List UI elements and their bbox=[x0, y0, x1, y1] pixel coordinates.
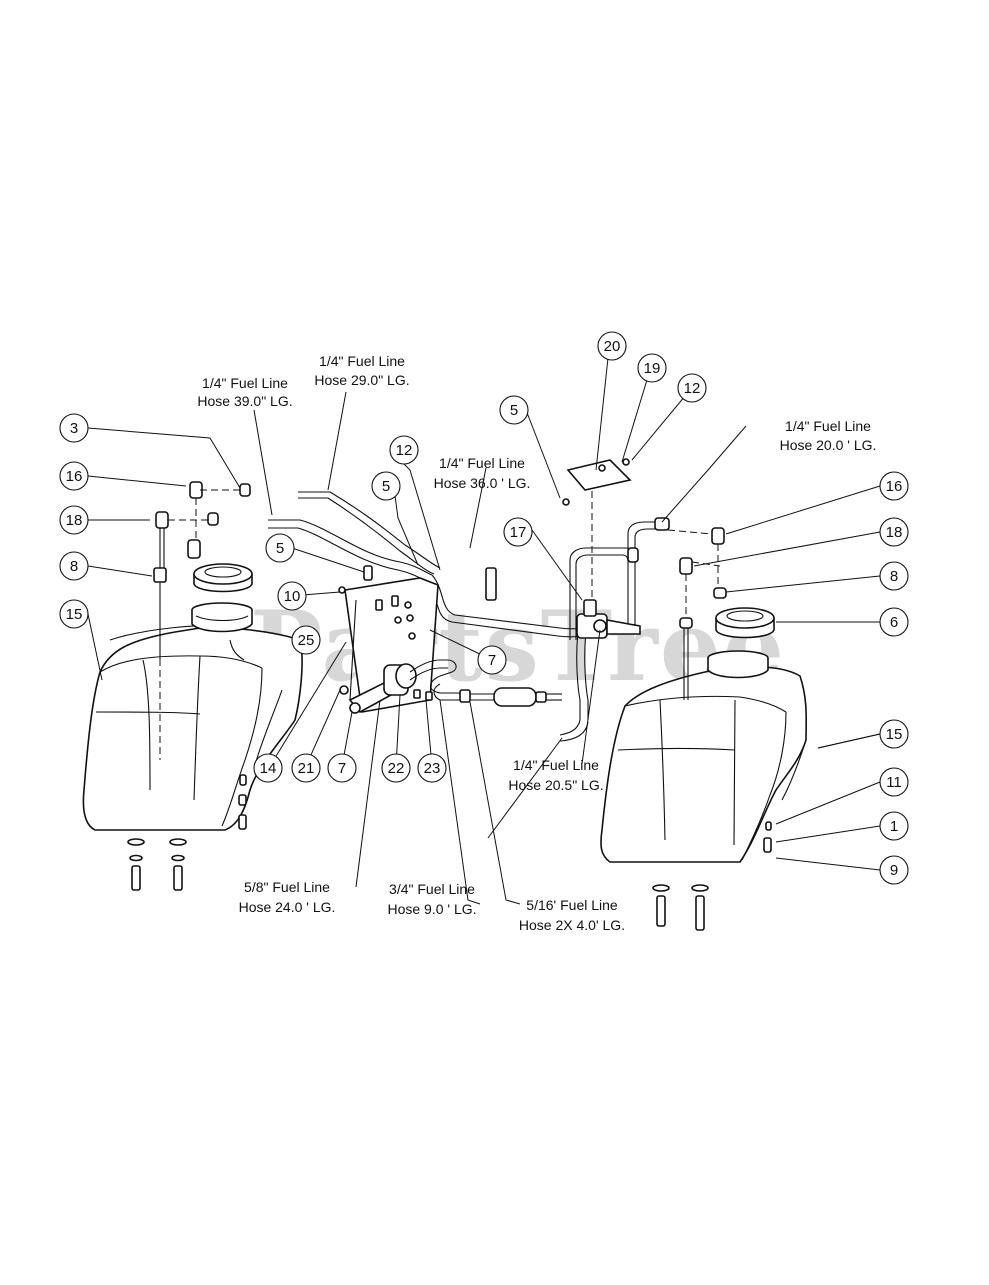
hose-9-label-line2: Hose 9.0 ' LG. bbox=[387, 901, 476, 917]
hose-20-5-label-line2: Hose 20.5" LG. bbox=[508, 777, 603, 793]
hose-20-0-label-line2: Hose 20.0 ' LG. bbox=[780, 437, 877, 453]
hose-36-label-line1: 1/4" Fuel Line bbox=[439, 455, 525, 471]
callout-21: 21 bbox=[291, 753, 321, 783]
hose-39-label-line1: 1/4" Fuel Line bbox=[202, 375, 288, 391]
hose-24-label-line2: Hose 24.0 ' LG. bbox=[239, 899, 336, 915]
callout-5-left: 5 bbox=[265, 533, 295, 563]
svg-text:12: 12 bbox=[684, 380, 701, 397]
svg-text:7: 7 bbox=[488, 652, 496, 669]
callout-17: 17 bbox=[503, 517, 533, 547]
callout-20: 20 bbox=[597, 331, 627, 361]
svg-text:21: 21 bbox=[298, 760, 315, 777]
svg-text:20: 20 bbox=[604, 338, 621, 355]
callout-8: 8 bbox=[59, 551, 89, 581]
svg-text:6: 6 bbox=[890, 614, 898, 631]
leader-lines bbox=[87, 357, 881, 905]
svg-text:16: 16 bbox=[886, 478, 903, 495]
callout-15-right: 15 bbox=[879, 719, 909, 749]
callout-11: 11 bbox=[879, 767, 909, 797]
right-tank-hardware bbox=[652, 821, 772, 931]
callout-25: 25 bbox=[291, 625, 321, 655]
callout-7-right: 7 bbox=[477, 645, 507, 675]
hose-29-label-line1: 1/4" Fuel Line bbox=[319, 353, 405, 369]
callout-14: 14 bbox=[253, 753, 283, 783]
svg-text:8: 8 bbox=[890, 568, 898, 585]
left-tank-hardware bbox=[127, 774, 247, 891]
svg-text:19: 19 bbox=[644, 360, 661, 377]
fuel-pump bbox=[348, 659, 562, 714]
hose-36-label-line2: Hose 36.0 ' LG. bbox=[434, 475, 531, 491]
callout-5: 5 bbox=[499, 395, 529, 425]
callout-12-upper: 12 bbox=[389, 435, 419, 465]
svg-text:5: 5 bbox=[276, 540, 284, 557]
callout-7-bottom: 7 bbox=[327, 753, 357, 783]
svg-text:23: 23 bbox=[424, 760, 441, 777]
right-fuel-tank bbox=[600, 607, 808, 931]
svg-text:1: 1 bbox=[890, 818, 898, 835]
callout-16: 16 bbox=[59, 461, 89, 491]
callout-6: 6 bbox=[879, 607, 909, 637]
svg-text:9: 9 bbox=[890, 862, 898, 879]
callout-5-upper: 5 bbox=[371, 471, 401, 501]
svg-text:5: 5 bbox=[382, 478, 390, 495]
svg-text:18: 18 bbox=[886, 524, 903, 541]
callout-8-right: 8 bbox=[879, 561, 909, 591]
svg-text:15: 15 bbox=[66, 606, 83, 623]
svg-text:3: 3 bbox=[70, 420, 78, 437]
svg-text:15: 15 bbox=[886, 726, 903, 743]
svg-text:25: 25 bbox=[298, 632, 315, 649]
callout-19: 19 bbox=[637, 353, 667, 383]
callout-22: 22 bbox=[381, 753, 411, 783]
callout-23: 23 bbox=[417, 753, 447, 783]
svg-text:8: 8 bbox=[70, 558, 78, 575]
hose-20-0-label-line1: 1/4" Fuel Line bbox=[785, 418, 871, 434]
hose-9-label-line1: 3/4" Fuel Line bbox=[389, 881, 475, 897]
left-fittings bbox=[153, 481, 251, 760]
valve-bracket bbox=[562, 458, 632, 506]
hose-labels: 1/4" Fuel Line Hose 39.0" LG. 1/4" Fuel … bbox=[197, 353, 876, 933]
svg-text:18: 18 bbox=[66, 512, 83, 529]
hose-39-label-line2: Hose 39.0" LG. bbox=[197, 393, 292, 409]
callout-18-right: 18 bbox=[879, 517, 909, 547]
callout-1: 1 bbox=[879, 811, 909, 841]
svg-text:11: 11 bbox=[886, 774, 902, 791]
callout-10: 10 bbox=[277, 581, 307, 611]
hose-2x4-label-line1: 5/16' Fuel Line bbox=[526, 897, 618, 913]
callout-12: 12 bbox=[677, 373, 707, 403]
right-fittings bbox=[667, 527, 727, 700]
svg-text:17: 17 bbox=[510, 524, 527, 541]
callout-16-right: 16 bbox=[879, 471, 909, 501]
svg-text:5: 5 bbox=[510, 402, 518, 419]
svg-text:12: 12 bbox=[396, 442, 413, 459]
callout-9: 9 bbox=[879, 855, 909, 885]
hose-24-label-line1: 5/8" Fuel Line bbox=[244, 879, 330, 895]
callout-3: 3 bbox=[59, 413, 89, 443]
callout-bubbles: 20 19 12 5 3 16 18 8 15 12 5 5 10 25 17 … bbox=[59, 331, 909, 885]
svg-text:10: 10 bbox=[284, 588, 301, 605]
svg-text:22: 22 bbox=[388, 760, 405, 777]
callout-18: 18 bbox=[59, 505, 89, 535]
left-fuel-tank bbox=[82, 563, 303, 891]
hose-20-5-label-line1: 1/4" Fuel Line bbox=[513, 757, 599, 773]
svg-text:7: 7 bbox=[338, 760, 346, 777]
svg-text:14: 14 bbox=[260, 760, 277, 777]
svg-text:16: 16 bbox=[66, 468, 83, 485]
hose-2x4-label-line2: Hose 2X 4.0' LG. bbox=[519, 917, 625, 933]
hose-29-label-line2: Hose 29.0" LG. bbox=[314, 372, 409, 388]
callout-15: 15 bbox=[59, 599, 89, 629]
